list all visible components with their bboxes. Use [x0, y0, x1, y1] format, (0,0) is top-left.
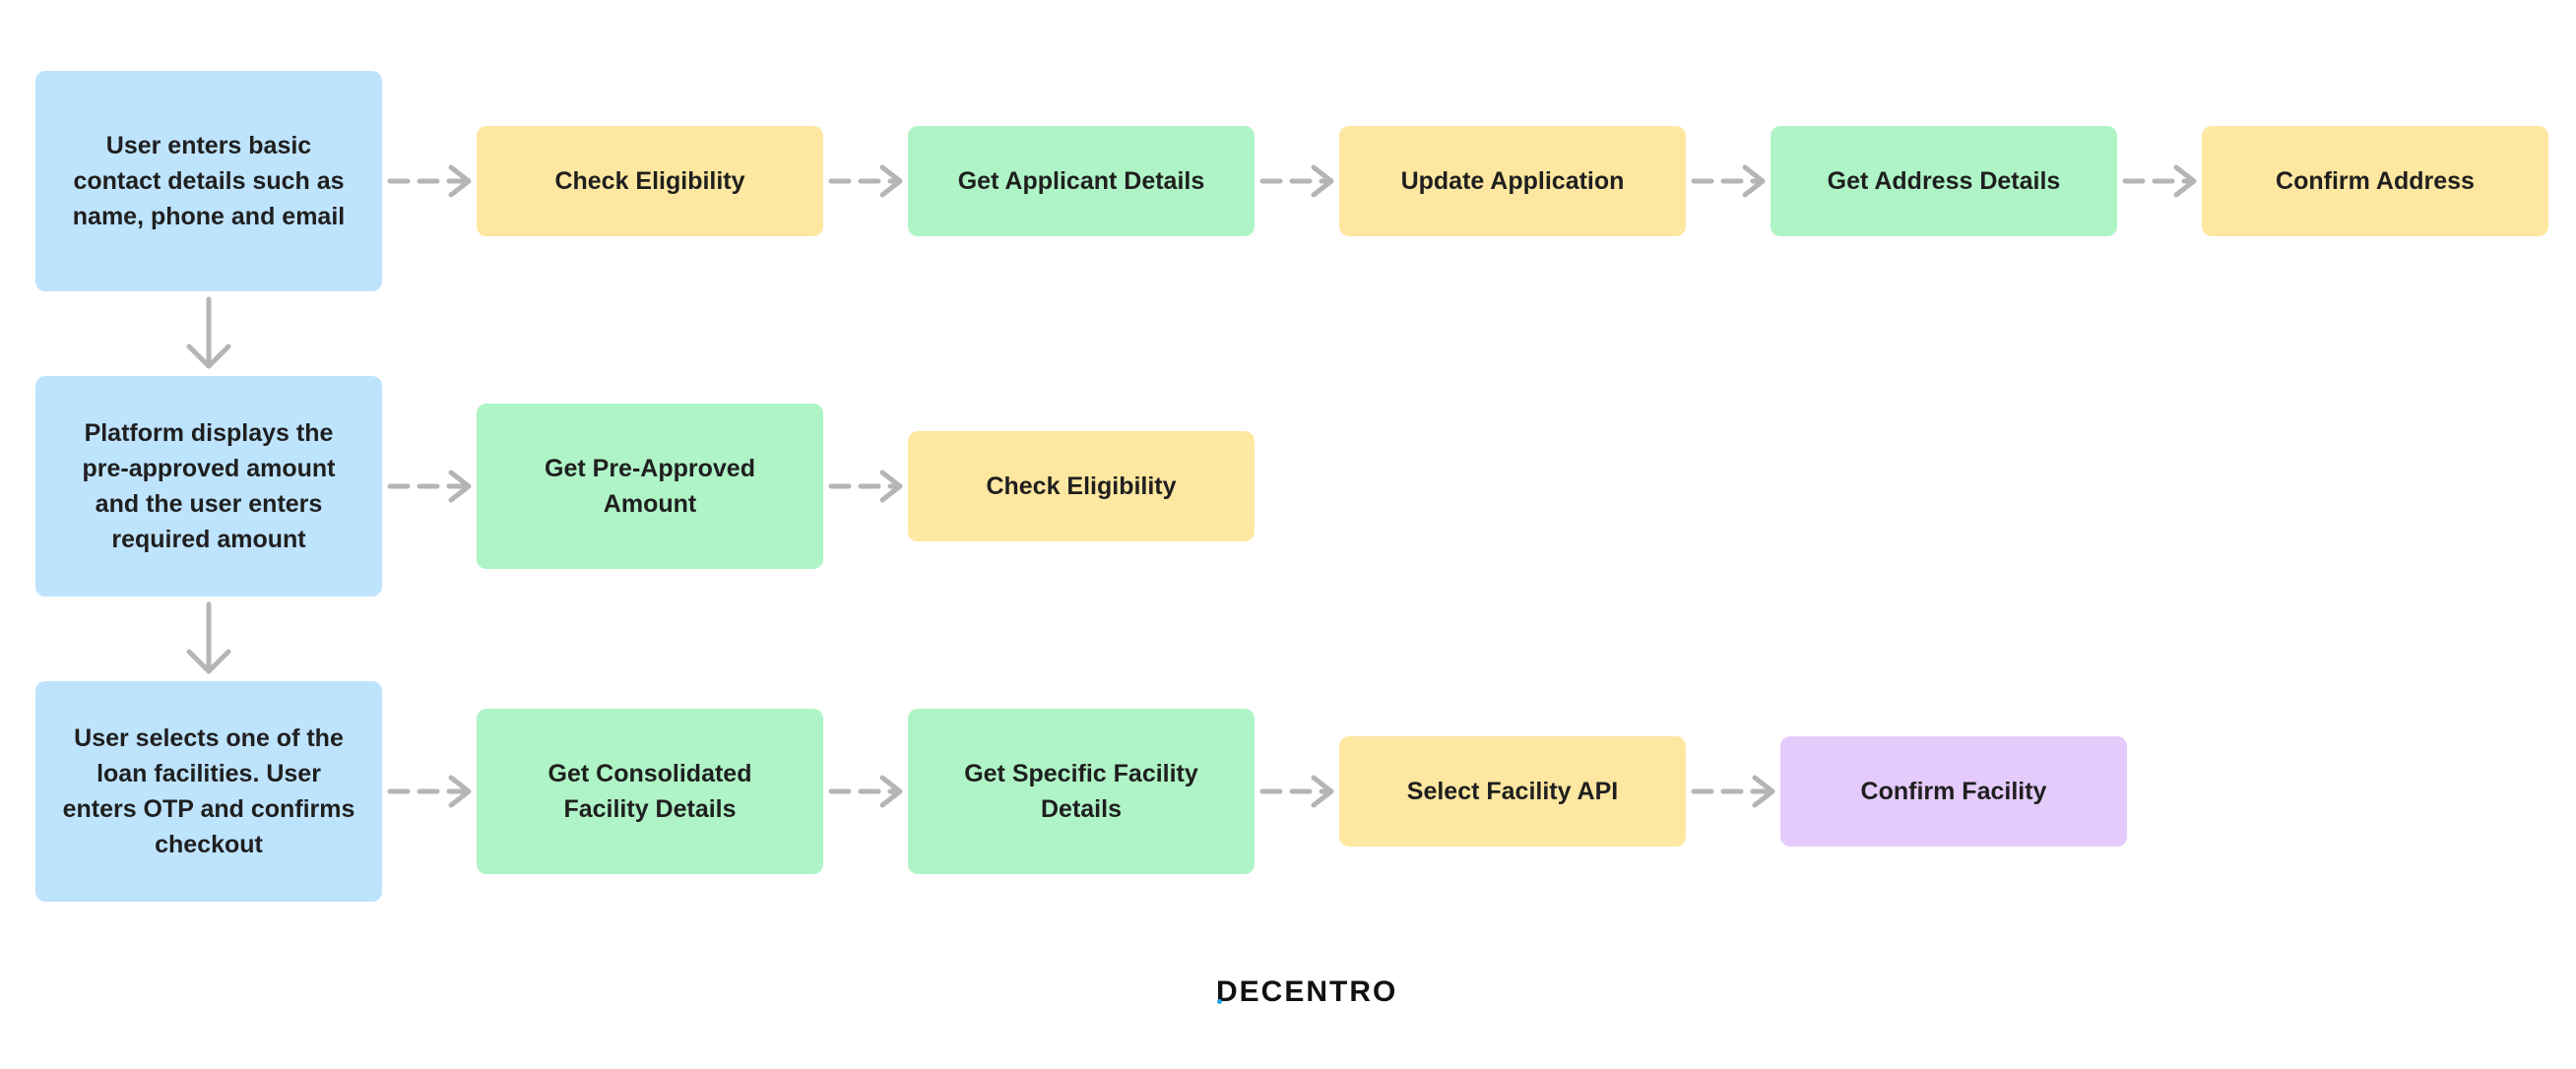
node-confirm-address: Confirm Address: [2202, 126, 2548, 236]
node-check-eligibility-row1: Check Eligibility: [477, 126, 823, 236]
user-step-select-facility: User selects one of the loan facilities.…: [35, 681, 382, 902]
node-get-pre-approved-amount: Get Pre-Approved Amount: [477, 404, 823, 569]
arrow-step2-to-step3: [186, 601, 231, 674]
arrow-get-consolidated-to-get-specific: [828, 775, 903, 808]
arrow-get-pre-approved-to-check-eligibility: [828, 470, 903, 503]
arrow-step3-to-get-consolidated: [387, 775, 472, 808]
arrow-update-application-to-get-address: [1691, 164, 1766, 198]
node-get-specific-facility-details: Get Specific Facility Details: [908, 709, 1255, 874]
node-get-applicant-details: Get Applicant Details: [908, 126, 1255, 236]
node-get-address-details: Get Address Details: [1771, 126, 2117, 236]
arrow-step2-to-get-pre-approved: [387, 470, 472, 503]
decentro-logo: DECENTRO: [1216, 973, 1397, 1012]
node-get-consolidated-facility-details: Get Consolidated Facility Details: [477, 709, 823, 874]
node-update-application: Update Application: [1339, 126, 1686, 236]
user-step-enter-amount: Platform displays the pre-approved amoun…: [35, 376, 382, 597]
logo-text: DECENTRO: [1216, 975, 1398, 1008]
arrow-get-specific-to-select-facility: [1259, 775, 1334, 808]
arrow-get-address-to-confirm-address: [2122, 164, 2197, 198]
node-confirm-facility: Confirm Facility: [1780, 736, 2127, 847]
node-check-eligibility-row2: Check Eligibility: [908, 431, 1255, 541]
user-step-contact-details: User enters basic contact details such a…: [35, 71, 382, 291]
logo-dot-icon: [1217, 999, 1222, 1004]
node-select-facility-api: Select Facility API: [1339, 736, 1686, 847]
arrow-select-facility-to-confirm-facility: [1691, 775, 1775, 808]
arrow-step1-to-step2: [186, 296, 231, 369]
arrow-check-eligibility-to-get-applicant: [828, 164, 903, 198]
arrow-step1-to-check-eligibility: [387, 164, 472, 198]
arrow-get-applicant-to-update-application: [1259, 164, 1334, 198]
